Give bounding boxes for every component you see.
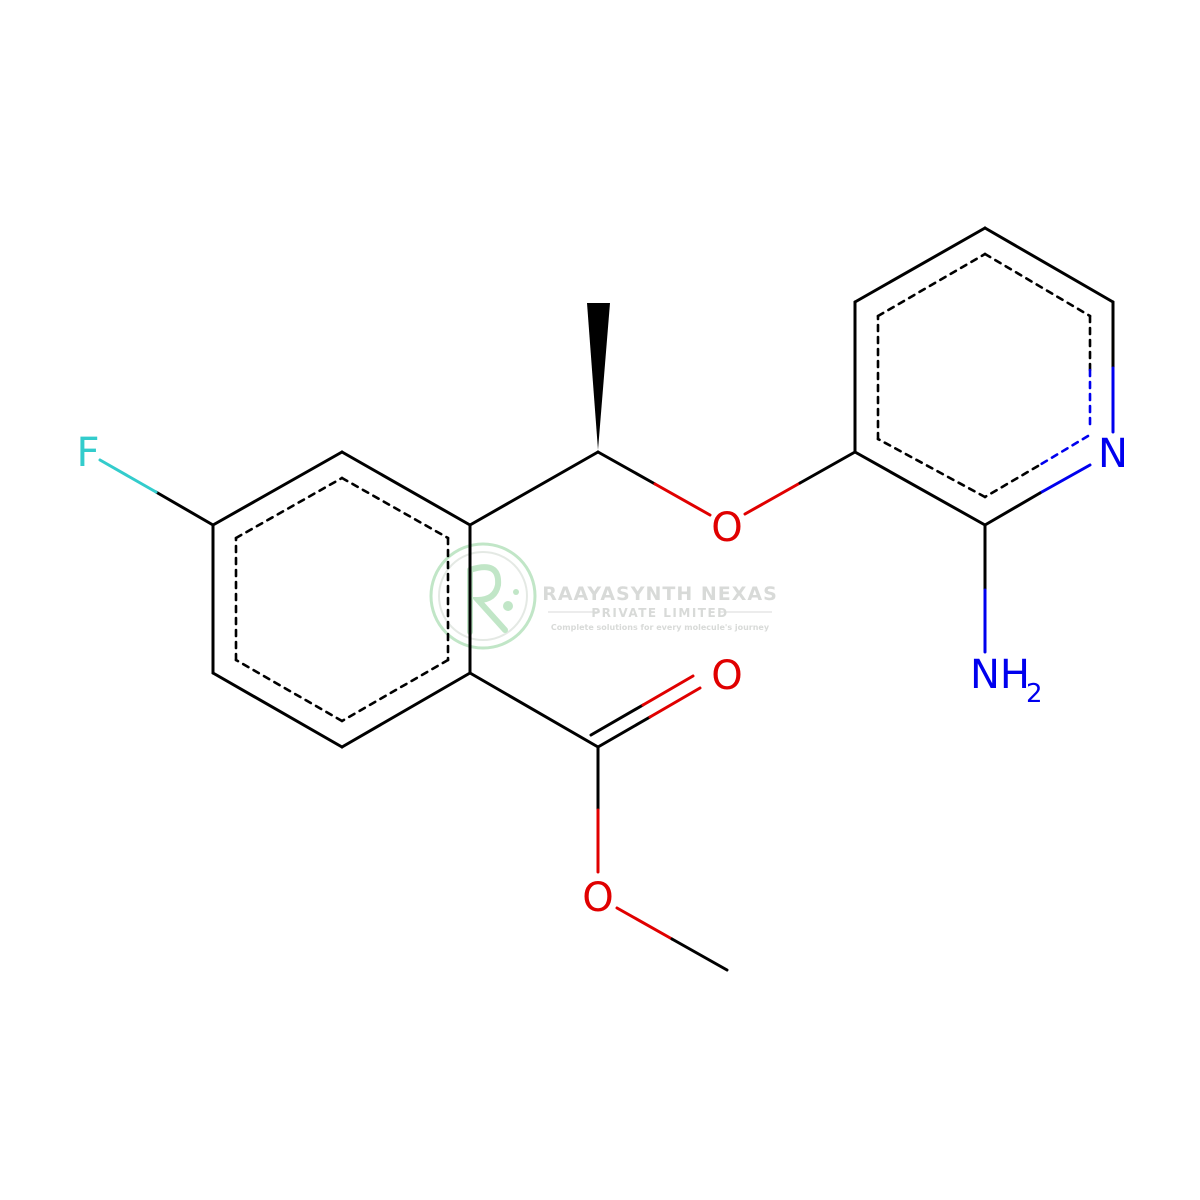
watermark-tagline: Complete solutions for every molecule's …	[551, 623, 770, 632]
fluorine-atom-label: F	[76, 430, 99, 476]
aromatic-inner-bonds	[876, 252, 1092, 499]
bond	[340, 450, 472, 527]
bond	[340, 671, 472, 749]
watermark-subtitle: PRIVATE LIMITED	[591, 606, 728, 620]
bond	[211, 450, 344, 527]
carbonyl-oxygen-label: O	[711, 653, 742, 699]
pyridine-nitrogen-label: N	[1098, 431, 1128, 477]
watermark-company: RAAYASYNTH NEXAS	[542, 583, 778, 605]
ether-linkage	[468, 450, 857, 527]
ester-oxygen-label: O	[582, 875, 613, 921]
benzene-ring	[211, 450, 472, 749]
watermark: RAAYASYNTH NEXAS PRIVATE LIMITED Complet…	[429, 542, 778, 650]
fluoro-bond	[98, 458, 215, 527]
bond	[211, 671, 344, 749]
wedge-bond	[587, 303, 610, 450]
ester-group	[468, 671, 729, 972]
amine-subscript-label: 2	[1026, 679, 1043, 709]
ether-oxygen-label: O	[711, 505, 742, 551]
amine-label: NH	[970, 652, 1030, 698]
aromatic-inner-bonds	[234, 476, 450, 723]
pyridine-ring	[853, 226, 1115, 527]
watermark-logo-icon	[429, 542, 537, 650]
